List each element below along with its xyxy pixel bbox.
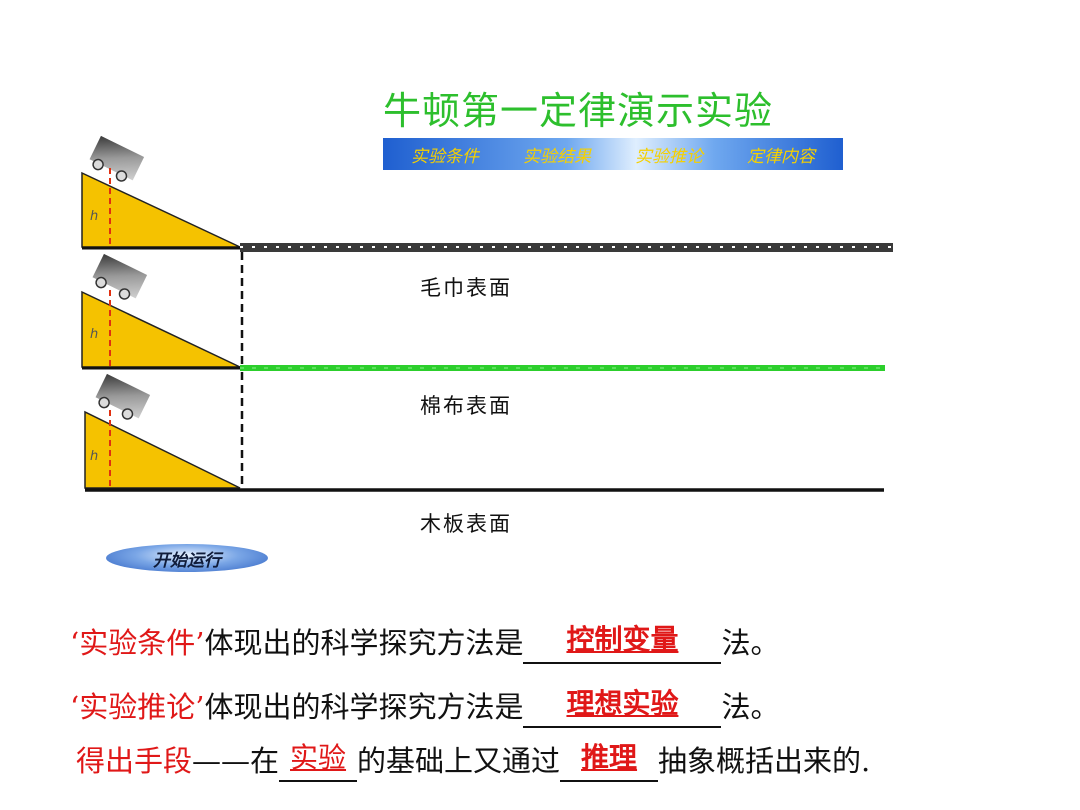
ramp-2-incline bbox=[81, 290, 241, 368]
start-run-button[interactable]: 开始运行 bbox=[106, 544, 268, 572]
tab-experiment-inference[interactable]: 实验推论 bbox=[635, 146, 703, 167]
cart-2-icon bbox=[92, 253, 148, 300]
question-line-2: ‘实验推论’体现出的科学探究方法是 理想实验 法。 bbox=[70, 684, 779, 728]
towel-surface-label: 毛巾表面 bbox=[420, 276, 512, 300]
q2-suffix: 法。 bbox=[721, 690, 780, 724]
tab-bar: 实验条件 实验结果 实验推论 定律内容 bbox=[383, 138, 843, 170]
ramp-cotton: h bbox=[81, 253, 241, 370]
cotton-surface bbox=[240, 365, 885, 371]
q2-answer-blank: 理想实验 bbox=[523, 686, 722, 728]
cotton-surface-label: 棉布表面 bbox=[420, 394, 512, 418]
slide-title: 牛顿第一定律演示实验 bbox=[383, 89, 774, 133]
q1-term: ‘实验条件’ bbox=[70, 626, 205, 660]
question-line-3: 得出手段——在实验的基础上又通过推理抽象概括出来的. bbox=[76, 738, 870, 782]
q3-answer2-blank: 推理 bbox=[560, 740, 659, 782]
q1-answer: 控制变量 bbox=[566, 623, 679, 656]
ramp-3-height-label: h bbox=[90, 449, 98, 464]
tab-experiment-results[interactable]: 实验结果 bbox=[523, 146, 591, 167]
tab-experiment-conditions[interactable]: 实验条件 bbox=[411, 146, 479, 167]
experiment-diagram: h h h bbox=[81, 135, 893, 492]
ramp-3-incline bbox=[84, 410, 241, 489]
question-line-1: ‘实验条件’体现出的科学探究方法是 控制变量 法。 bbox=[70, 620, 779, 664]
start-run-button-label: 开始运行 bbox=[153, 550, 221, 571]
cart-3-icon bbox=[95, 373, 151, 420]
q2-text: 体现出的科学探究方法是 bbox=[204, 690, 524, 724]
tab-law-content[interactable]: 定律内容 bbox=[747, 146, 815, 167]
q1-answer-blank: 控制变量 bbox=[523, 622, 722, 664]
q2-term: ‘实验推论’ bbox=[70, 690, 205, 724]
ramp-towel: h bbox=[81, 135, 241, 250]
cart-1-icon bbox=[89, 135, 145, 182]
q3-dash: ——在 bbox=[192, 744, 280, 778]
q3-answer2: 推理 bbox=[581, 741, 638, 774]
ramp-wood: h bbox=[84, 373, 241, 489]
ramp-2-height-label: h bbox=[90, 327, 98, 342]
wood-surface-label: 木板表面 bbox=[420, 512, 512, 536]
q2-answer: 理想实验 bbox=[566, 687, 679, 720]
q3-term: 得出手段 bbox=[76, 744, 193, 778]
q3-suffix: 抽象概括出来的. bbox=[658, 744, 871, 778]
ramp-1-incline bbox=[81, 171, 241, 248]
q1-text: 体现出的科学探究方法是 bbox=[204, 626, 524, 660]
q1-suffix: 法。 bbox=[721, 626, 780, 660]
q3-answer1-blank: 实验 bbox=[279, 740, 358, 782]
q3-mid: 的基础上又通过 bbox=[357, 744, 561, 778]
q3-answer1: 实验 bbox=[290, 741, 347, 774]
ramp-1-height-label: h bbox=[90, 209, 98, 224]
